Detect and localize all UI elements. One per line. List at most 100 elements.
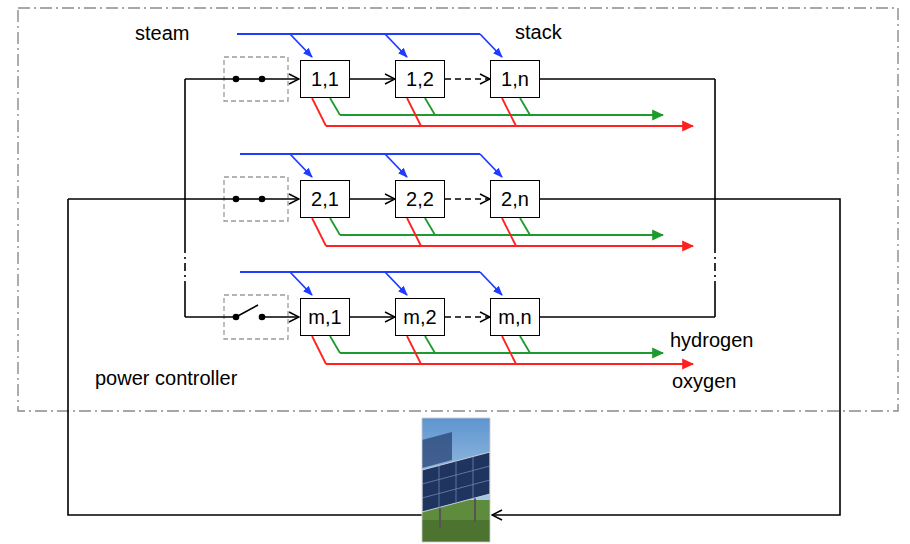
hydrogen-line xyxy=(330,218,340,235)
oxygen-line xyxy=(312,218,326,246)
oxygen-arrow xyxy=(326,245,693,247)
steam-arrow xyxy=(385,34,407,57)
oxygen-arrow xyxy=(326,363,693,365)
cell-label: m,n xyxy=(498,306,531,328)
cell-label: 1,2 xyxy=(406,68,434,90)
series-arrow xyxy=(445,78,490,80)
stack-cell-box: m,1 xyxy=(300,298,350,336)
hydrogen-arrow xyxy=(340,234,663,236)
stack-cell-box: m,n xyxy=(490,298,540,336)
supply-wire xyxy=(68,199,422,515)
diagram-label: hydrogen xyxy=(670,330,753,350)
cell-label: m,2 xyxy=(403,306,436,328)
open-switch xyxy=(236,305,258,317)
wire xyxy=(185,316,236,318)
stack-cell-box: 2,2 xyxy=(395,180,445,218)
solar-panel xyxy=(422,432,452,468)
hydrogen-line xyxy=(425,98,435,115)
closed-switch xyxy=(236,78,262,80)
grass xyxy=(422,520,490,542)
bus-wire xyxy=(714,79,716,245)
diagram-label: oxygen xyxy=(672,371,737,391)
switch-contact xyxy=(259,314,266,321)
wire xyxy=(540,316,715,318)
cell-label: m,1 xyxy=(308,306,341,328)
label-holder: stack xyxy=(515,22,562,42)
panel-grid-line xyxy=(473,457,474,499)
series-arrow xyxy=(350,78,395,80)
wire xyxy=(262,316,299,318)
steam-arrow xyxy=(480,154,502,177)
stack-cell-box: m,2 xyxy=(395,298,445,336)
cell-label: 1,n xyxy=(501,68,529,90)
label-holder: hydrogen xyxy=(670,330,753,350)
series-arrow xyxy=(350,316,395,318)
hydrogen-line xyxy=(520,218,530,235)
switch-contacts xyxy=(233,76,266,321)
switch-contact xyxy=(233,76,240,83)
wire xyxy=(262,78,299,80)
hydrogen-arrow xyxy=(340,352,663,354)
hydrogen-line xyxy=(520,336,530,353)
oxygen-line xyxy=(407,98,421,126)
switch-contact xyxy=(233,314,240,321)
hydrogen-lines xyxy=(330,98,663,353)
oxygen-line xyxy=(502,336,516,364)
sky xyxy=(422,418,490,542)
switch-contact xyxy=(259,76,266,83)
oxygen-arrow xyxy=(326,125,693,127)
steam-arrow xyxy=(480,34,502,57)
oxygen-line xyxy=(407,218,421,246)
steam-arrow xyxy=(290,34,312,57)
series-arrow xyxy=(445,198,490,200)
wire xyxy=(262,198,299,200)
label-holder: steam xyxy=(135,23,189,43)
series-arrow xyxy=(445,316,490,318)
diagram-label: power controller xyxy=(95,368,237,388)
bus-wire xyxy=(184,245,186,283)
wire xyxy=(68,198,236,200)
hydrogen-line xyxy=(330,336,340,353)
bus-wire xyxy=(184,283,186,317)
oxygen-line xyxy=(502,98,516,126)
solar-panel-photo xyxy=(422,418,490,542)
label-holder: power controller xyxy=(95,368,237,388)
steam-lines xyxy=(237,34,502,295)
steam-line xyxy=(237,33,480,35)
hydrogen-arrow xyxy=(340,114,663,116)
hydrogen-line xyxy=(425,336,435,353)
system-boundary xyxy=(18,8,898,411)
hydrogen-line xyxy=(330,98,340,115)
steam-arrow xyxy=(290,272,312,295)
cell-label: 2,1 xyxy=(311,188,339,210)
panel-grid-line xyxy=(456,461,457,503)
steam-line xyxy=(240,271,480,273)
bus-wire xyxy=(714,245,716,283)
cell-label: 2,n xyxy=(501,188,529,210)
panel-grid-line xyxy=(439,466,440,508)
steam-arrow xyxy=(480,272,502,295)
stack-cell-box: 2,1 xyxy=(300,180,350,218)
closed-switch xyxy=(236,198,262,200)
steam-arrow xyxy=(385,154,407,177)
cell-label: 1,1 xyxy=(311,68,339,90)
oxygen-line xyxy=(407,336,421,364)
oxygen-line xyxy=(312,98,326,126)
diagram-label: stack xyxy=(515,22,562,42)
switch-contact xyxy=(259,196,266,203)
oxygen-line xyxy=(312,336,326,364)
stack-cell-box: 2,n xyxy=(490,180,540,218)
label-holder: oxygen xyxy=(672,371,737,391)
oxygen-lines xyxy=(312,98,693,364)
stack-cell-box: 1,1 xyxy=(300,60,350,98)
cell-label: 2,2 xyxy=(406,188,434,210)
hydrogen-line xyxy=(520,98,530,115)
wire xyxy=(540,78,715,80)
steam-arrow xyxy=(385,272,407,295)
bus-wire xyxy=(714,283,716,317)
photo-frame xyxy=(422,418,490,542)
